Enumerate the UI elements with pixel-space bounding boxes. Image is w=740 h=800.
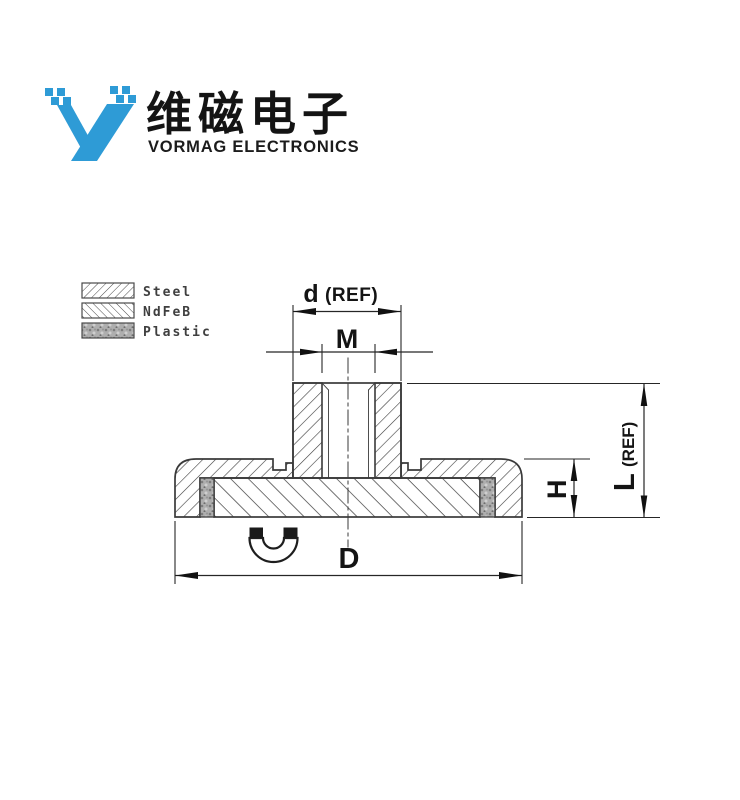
- legend-row-ndfeb: NdFeB: [81, 302, 192, 320]
- dimension-h: H: [524, 458, 590, 517]
- ndfeb-swatch: [81, 302, 135, 319]
- logo-v-icon: [45, 86, 136, 161]
- dim-label-h: H: [542, 480, 572, 500]
- dimensions: d (REF) M D H: [174, 280, 660, 584]
- cross-section-drawing: [174, 357, 523, 548]
- dimension-m: M: [266, 324, 433, 373]
- legend-label-steel: Steel: [143, 285, 192, 300]
- dim-label-dia: D: [339, 543, 360, 575]
- pot-steel-right: [400, 458, 523, 518]
- dimension-d: d (REF): [292, 280, 402, 381]
- plastic-strip-left: [199, 477, 215, 518]
- legend-label-ndfeb: NdFeB: [143, 305, 192, 320]
- bushing-wall-right: [374, 382, 402, 479]
- dimension-dia: D: [174, 521, 523, 584]
- dim-label-d: d: [303, 280, 318, 308]
- dim-label-l: L: [609, 473, 641, 491]
- logo: 维磁电子 VORMAG ELECTRONICS: [45, 86, 360, 161]
- steel-swatch: [81, 282, 135, 299]
- dimension-l: L (REF): [407, 382, 660, 519]
- legend-row-plastic: Plastic: [81, 322, 212, 340]
- dim-label-m: M: [336, 324, 359, 354]
- company-name-en: VORMAG ELECTRONICS: [148, 138, 360, 156]
- company-name-cn: 维磁电子: [146, 87, 354, 141]
- plastic-strip-right: [479, 477, 496, 518]
- dim-label-l-ref: (REF): [619, 422, 638, 467]
- material-legend: Steel NdFeB Plastic: [81, 282, 212, 340]
- ndfeb-magnet: [213, 477, 481, 518]
- horseshoe-magnet-icon: [248, 527, 299, 564]
- threaded-bushing: [292, 382, 402, 479]
- plastic-swatch: [81, 322, 135, 339]
- legend-label-plastic: Plastic: [143, 325, 212, 340]
- bushing-wall-left: [292, 382, 323, 479]
- dim-label-d-ref: (REF): [325, 285, 378, 306]
- legend-row-steel: Steel: [81, 282, 192, 300]
